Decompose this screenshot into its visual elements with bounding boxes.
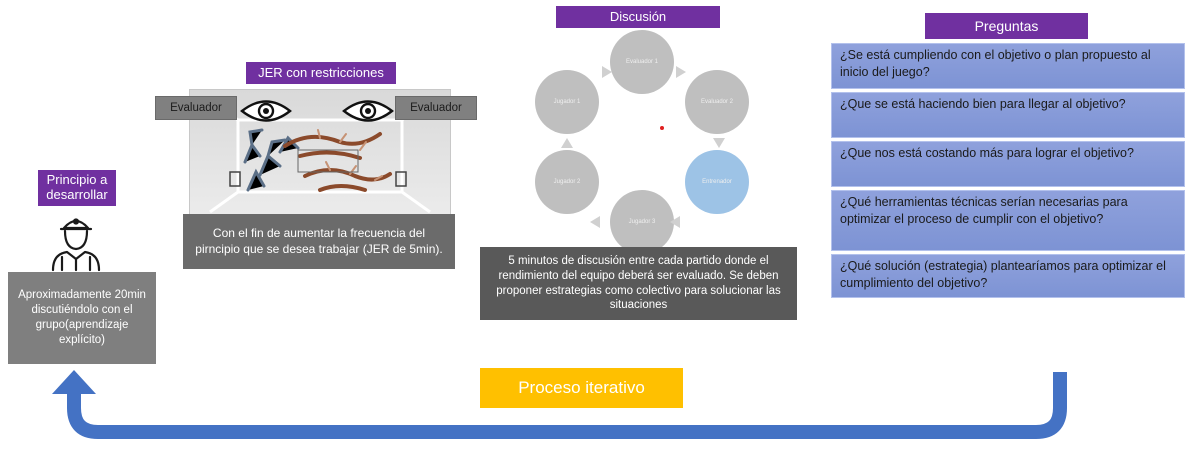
discusion-label: Discusión (556, 6, 720, 28)
eye-icon (342, 100, 394, 122)
principio-label: Principio a desarrollar (38, 170, 116, 206)
cycle-node: Evaluador 2 (685, 70, 749, 134)
question-item: ¿Qué herramientas técnicas serían necesa… (831, 190, 1185, 251)
evaluator-right: Evaluador (395, 96, 477, 120)
discusion-description: 5 minutos de discusión entre cada partid… (480, 247, 797, 320)
cycle-node: Jugador 2 (535, 150, 599, 214)
question-item: ¿Se está cumpliendo con el objetivo o pl… (831, 43, 1185, 89)
proceso-iterativo-label: Proceso iterativo (480, 368, 683, 408)
evaluator-left: Evaluador (155, 96, 237, 120)
discussion-cycle: Evaluador 1 Evaluador 2 Entrenador Jugad… (520, 30, 760, 254)
cycle-arrows (561, 66, 725, 228)
center-dot (660, 126, 664, 130)
eye-icon (240, 100, 292, 122)
jer-description: Con el fin de aumentar la frecuencia del… (183, 214, 455, 269)
principio-description: Aproximadamente 20min discutiéndolo con … (8, 272, 156, 364)
cycle-node: Jugador 3 (610, 190, 674, 254)
jer-label: JER con restricciones (246, 62, 396, 84)
person-icon (51, 218, 101, 272)
question-item: ¿Que nos está costando más para lograr e… (831, 141, 1185, 187)
question-item: ¿Qué solución (estrategia) plantearíamos… (831, 254, 1185, 298)
cycle-node: Jugador 1 (535, 70, 599, 134)
cycle-node: Entrenador (685, 150, 749, 214)
preguntas-label: Preguntas (925, 13, 1088, 39)
cycle-node: Evaluador 1 (610, 30, 674, 94)
question-item: ¿Que se está haciendo bien para llegar a… (831, 92, 1185, 138)
